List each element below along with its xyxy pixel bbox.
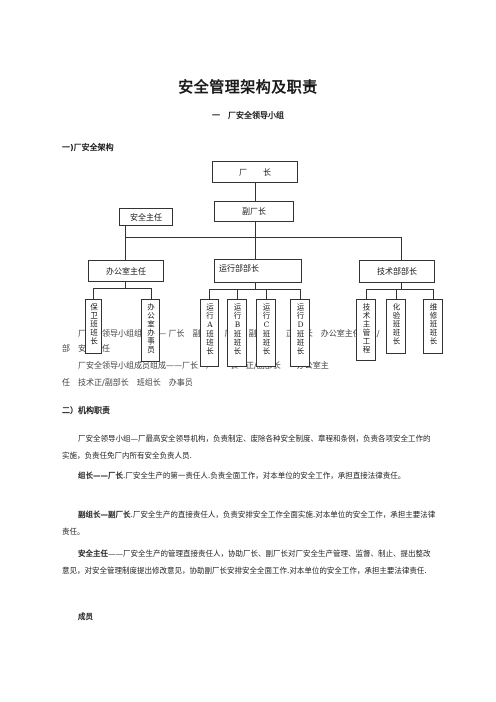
bg-text-line1b: 正/ 长 办公室主任 正/ [286,329,388,338]
org-box-team-security: 保卫班班长 [85,299,102,354]
leader-text: .厂安全生产的第一责任人.负责全面工作，对本单位的安全工作，承担直接法律责任。 [123,471,406,480]
org-box-team-ops-d: 运行D班班长 [290,299,310,367]
bg-text-line4: 任 技术正/副部长 班组长 办事员 [62,378,193,387]
org-box-tech-head: 技术部部长 [359,260,435,283]
connector-ops-b [237,289,238,299]
org-box-team-office-clerk: 办公室办事员 [141,299,160,362]
paragraph-deputy: 副组长—副厂长.厂安全生产的直接责任人，负责安排安全工作全面实施.对本单位的安全… [62,506,436,540]
page-title: 安全管理架构及职责 [178,78,318,96]
connector-office-right [151,288,152,299]
connector-tech-down [401,283,402,289]
section2-heading: 二）机构职责 [62,406,110,415]
section2-intro: 厂安全领导小组—厂最高安全领导机构，负责制定、废除各种安全制度、章程和条例，负责… [62,434,431,460]
connector-director-deputy [255,183,256,201]
org-box-team-maintenance: 维修班班长 [423,299,443,354]
org-box-factory-director: 厂 长 [212,161,298,183]
connector-safety-office [125,226,126,260]
org-box-team-tech-engineer: 技术主管工程 [356,299,376,361]
org-box-office-director: 办公室主任 [88,260,164,282]
connector-ops-down [255,283,256,289]
paragraph-leader: 组长——厂长.厂安全生产的第一责任人.负责全面工作，对本单位的安全工作，承担直接… [62,467,436,484]
connector-tech [401,237,402,260]
connector-office-horizontal [93,288,151,289]
connector-ops-d [300,289,301,299]
connector-ops-a [209,289,210,299]
org-box-team-ops-c: 运行C班班长 [256,299,276,367]
connector-ops-horizontal [209,289,301,290]
connector-office-left [93,288,94,299]
connector-horizontal-level2 [125,237,401,238]
org-box-deputy-director: 副厂长 [214,201,294,222]
connector-tech-horizontal [366,289,434,290]
org-box-safety-director: 安全主任 [119,208,173,226]
org-box-team-ops-b: 运行B班班长 [227,299,247,367]
subsection1-heading: 一)厂安全架构 [62,143,114,152]
safety-label: 安全主任 [78,549,108,558]
section1-heading: 一 厂安全领导小组 [212,111,284,120]
deputy-label: 副组长—副厂长 [78,510,131,519]
safety-text: ——厂安全生产的管理直接责任人，协助厂长、副厂长对厂安全生产管理、监督、制止、提… [62,549,431,575]
deputy-text: .厂安全生产的直接责任人，负责安排安全工作全面实施.对本单位的安全工作，承担主要… [62,510,436,536]
org-box-team-lab: 化验班班长 [386,299,406,354]
org-box-operations-head: 运行部部长 [214,259,302,283]
connector-ops-c [266,289,267,299]
connector-tech-eng [366,289,367,299]
connector-tech-maint [433,289,434,299]
paragraph-members: 成员 [62,608,436,625]
members-label: 成员 [78,612,93,621]
org-box-team-ops-a: 运行A班班长 [200,299,219,367]
paragraph-safety: 安全主任——厂安全生产的管理直接责任人，协助厂长、副厂长对厂安全生产管理、监督、… [62,545,436,579]
connector-deputy-trunk [255,222,256,237]
connector-tech-lab [396,289,397,299]
connector-office-down [125,282,126,288]
connector-ops [255,237,256,259]
bg-text-line1: 厂安全领导小组组长—— 厂长 副组长 厂长 副厂长 [78,329,273,338]
leader-label: 组长——厂长 [78,471,123,480]
